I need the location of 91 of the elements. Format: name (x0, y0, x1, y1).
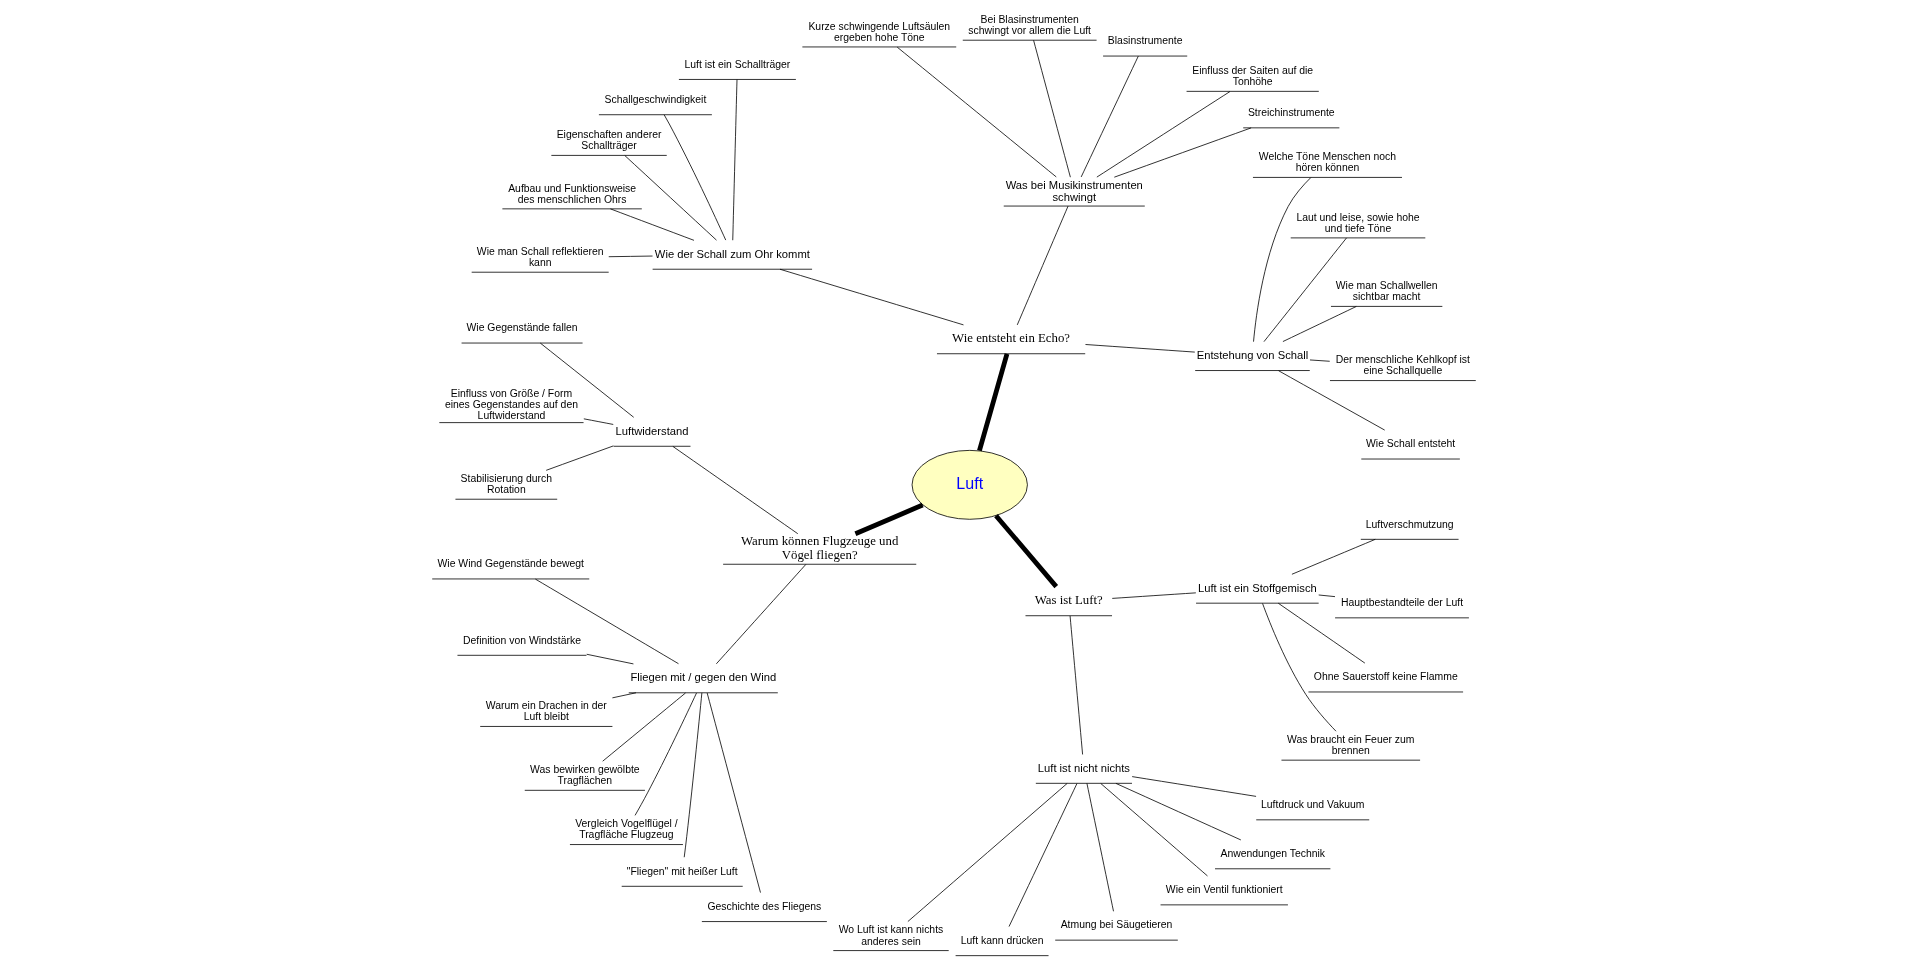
connector (683, 692, 703, 858)
connector (715, 563, 807, 665)
connector (608, 255, 653, 258)
node-text: Aufbau und Funktionsweise des menschlichen Ohrs (508, 182, 637, 205)
connector (1111, 592, 1197, 599)
node-text: Atmung bei Säugetieren (1060, 919, 1173, 931)
connector (1033, 39, 1071, 178)
node-text: Wie Wind Gegenstände bewegt (437, 558, 584, 570)
connector (1263, 237, 1347, 343)
node-text: Luftwiderstand (615, 424, 689, 437)
node-text: Entstehung von Schall (1196, 349, 1309, 362)
node-text: Was braucht ein Feuer zum brennen (1287, 733, 1415, 757)
connector (706, 692, 761, 893)
connector (602, 692, 686, 762)
connector (977, 353, 1010, 452)
connector (1100, 783, 1208, 877)
connector (545, 445, 614, 471)
connector (1277, 602, 1366, 664)
node-text: Blasinstrumente (1107, 35, 1183, 47)
node-text: Eigenschaften anderer Schallträger (556, 129, 662, 152)
node-text: Definition von Windstärke (462, 634, 581, 646)
connector (779, 268, 964, 326)
node-text: Der menschliche Kehlkopf ist eine Schallquelle (1335, 354, 1470, 377)
connector (1115, 783, 1242, 841)
node-text: Einfluss von Größe / Form eines Gegenstandes auf den Luftwiderstand (444, 387, 578, 421)
node-text: Wie entsteht ein Echo? (952, 331, 1071, 346)
node-text: Ohne Sauerstoff keine Flamme (1313, 671, 1458, 683)
connector (1096, 91, 1231, 178)
node-text: Geschichte des Fliegens (707, 900, 822, 912)
node-text: Was bewirken gewölbte Tragflächen (530, 764, 640, 787)
node-text: Streichinstrumente (1247, 107, 1335, 119)
connector (672, 446, 799, 535)
connector (1069, 615, 1083, 755)
connector (1008, 783, 1078, 927)
connector (732, 79, 738, 241)
node-text: Luft ist ein Stoffgemisch (1197, 581, 1317, 594)
node-text: Wie der Schall zum Ohr kommt (654, 247, 810, 260)
connector (1309, 359, 1331, 362)
connector (624, 155, 717, 241)
node-text: Vergleich Vogelflügel / Tragfläche Flugzeug (575, 818, 678, 841)
connector (1291, 538, 1376, 575)
connector (1262, 603, 1337, 732)
node-text: Warum können Flugzeuge und Vögel fliegen? (741, 533, 899, 563)
node-text: Welche Töne Menschen noch hören können (1258, 151, 1397, 174)
node-text: Luftdruck und Vakuum (1261, 799, 1365, 811)
connector (663, 114, 727, 241)
connector (535, 578, 679, 665)
connector (612, 692, 637, 699)
connector (1016, 205, 1069, 326)
node-text: Wie ein Ventil funktioniert (1165, 884, 1283, 896)
connector (634, 692, 697, 816)
connector (854, 502, 924, 536)
node-text: Fliegen mit / gegen den Wind (630, 671, 777, 684)
node-text: Bei Blasinstrumenten schwingt vor allem die Luft (968, 13, 1091, 37)
node-text: "Fliegen" mit heißer Luft (626, 865, 738, 877)
node-text: Einfluss der Saiten auf die Tonhöhe (1192, 65, 1314, 88)
node-text: Luft ist nicht nichts (1037, 761, 1130, 774)
connector (610, 208, 695, 241)
connector (539, 342, 635, 418)
connector (994, 514, 1059, 589)
connector (1086, 782, 1114, 912)
connector (907, 783, 1068, 922)
node-text: Was bei Musikinstrumenten schwingt (1005, 178, 1143, 203)
connector (583, 418, 614, 425)
node-text: Luft kann drücken (960, 934, 1044, 946)
node-text: Wie Gegenstände fallen (466, 322, 578, 334)
node-text: Laut und leise, sowie hohe und tiefe Töne (1296, 211, 1420, 234)
node-text: Schallgeschwindigkeit (604, 94, 707, 106)
node-text: Stabilisierung durch Rotation (460, 472, 553, 496)
node-text: Luft ist ein Schallträger (684, 58, 791, 70)
connector (1085, 344, 1196, 353)
connector (1318, 594, 1336, 598)
node-text: Wie man Schallwellen sichtbar macht (1335, 280, 1438, 303)
node-text: Kurze schwingende Luftsäulen ergeben hohe Töne (808, 20, 951, 43)
node-text: Was ist Luft? (1034, 593, 1103, 608)
node-text: Hauptbestandteile der Luft (1340, 597, 1464, 609)
node-text: Anwendungen Technik (1220, 848, 1325, 860)
connector (1278, 370, 1386, 431)
node-text: Wie man Schall reflektieren kann (476, 245, 604, 269)
node-ellipse: Luft (911, 449, 1028, 520)
connector (1131, 776, 1257, 797)
connector (1113, 127, 1252, 178)
node-text: Wo Luft ist kann nichts anderes sein (838, 924, 944, 947)
connector (896, 46, 1057, 178)
connector (1282, 306, 1357, 342)
connector (1253, 177, 1312, 343)
connector (586, 653, 634, 665)
connector (1080, 55, 1139, 178)
node-text: Wie Schall entsteht (1366, 438, 1456, 450)
node-text: Luftverschmutzung (1365, 518, 1454, 530)
node-text: Warum ein Drachen in der Luft bleibt (485, 700, 607, 723)
